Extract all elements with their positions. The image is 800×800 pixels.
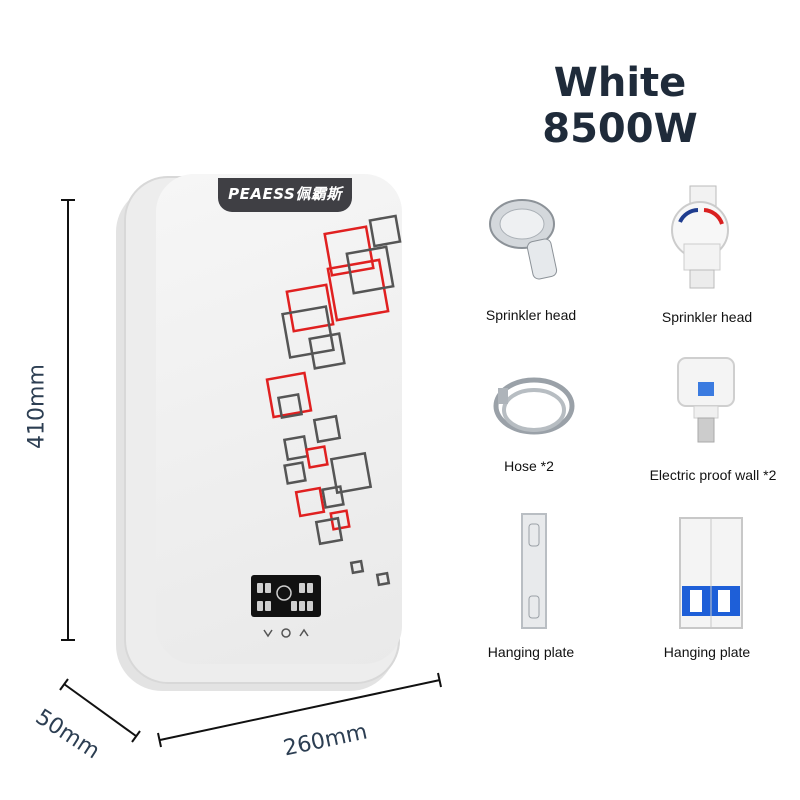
accessory-label-2: Sprinkler head [661,309,753,325]
product-title: White 8500W [542,60,698,152]
brand-band [218,178,352,212]
power-button[interactable] [277,624,297,646]
accessory-label-5: Hanging plate [487,644,575,660]
electric-proof-wall-icon [677,357,735,443]
brand-logo: PEAESS佩霸斯 [228,185,342,203]
temperature-up-icon [299,628,309,637]
temperature-down-icon [263,629,273,638]
power-icon [281,628,291,638]
accessory-label-4: Electric proof wall *2 [649,467,777,483]
control-display [251,575,321,617]
hanging-plate-icon [521,513,547,629]
angle-valve-icon [671,185,729,289]
temp-up-button[interactable] [296,624,316,646]
shower-head-icon [489,199,558,280]
display-digits [257,583,313,611]
accessory-label-1: Sprinkler head [485,307,577,323]
circuit-breaker-icon [679,517,743,629]
accessory-label-3: Hose *2 [504,458,554,474]
accessory-label-6: Hanging plate [663,644,751,660]
hose-icon [493,377,575,435]
temp-down-button[interactable] [258,624,278,646]
